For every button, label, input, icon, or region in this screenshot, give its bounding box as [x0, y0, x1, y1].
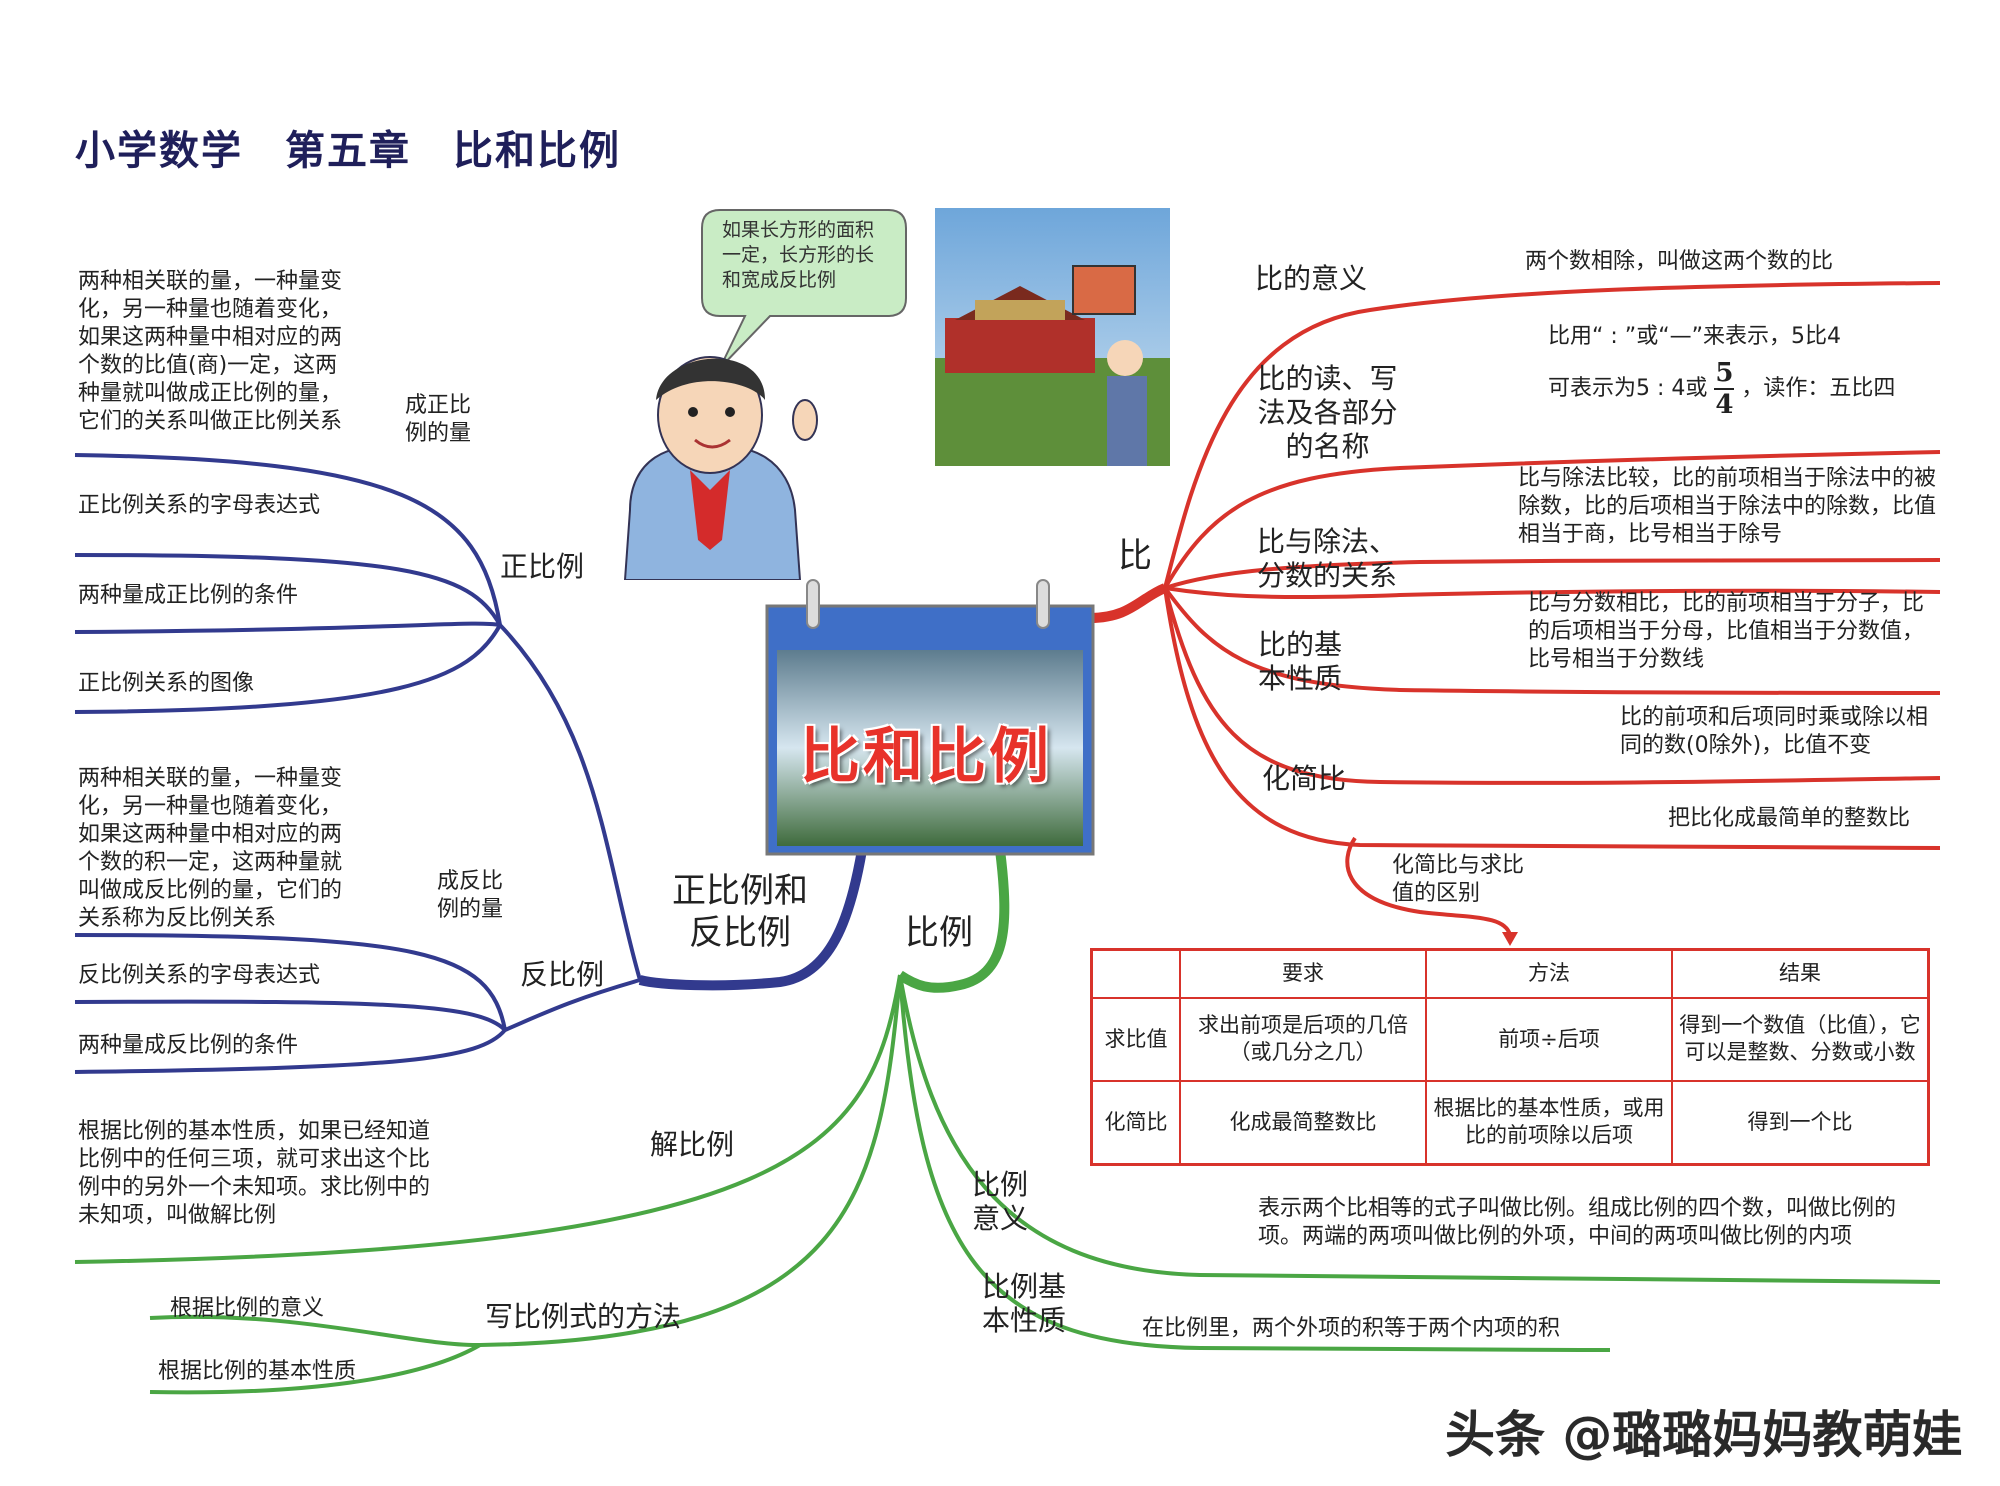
comparison-table: 要求 方法 结果 求比值 求出前项是后项的几倍（或几分之几） 前项÷后项 得到一… — [1090, 948, 1930, 1166]
ratio-rel-frac-text: 比与分数相比，比的前项相当于分子，比的后项相当于分母，比值相当于分数值，比号相当… — [1528, 591, 1925, 672]
fraction-numerator: 5 — [1715, 358, 1734, 388]
prop-basic-label: 比例基本性质 — [982, 1270, 1067, 1337]
inverse-definition: 两种相关联的量，一种量变化，另一种量也随着变化，如果这两种量中相对应的两个数的积… — [78, 766, 343, 931]
prop-meaning-text: 表示两个比相等的式子叫做比例。组成比例的四个数，叫做比例的项。两端的两项叫做比例… — [1258, 1196, 1897, 1249]
prop-line-basic — [898, 974, 1611, 1352]
page-title: 小学数学 第五章 比和比例 — [75, 128, 621, 174]
ratio-line-rw — [1163, 450, 1941, 589]
speech-bubble — [701, 209, 907, 369]
solve-text: 根据比例的基本性质，如果已经知道比例中的任何三项，就可求出这个比例中的另外一个未… — [78, 1119, 431, 1228]
table-header — [1090, 948, 1181, 999]
center-label: 比和比例 — [800, 722, 1052, 792]
diff-arrow-head — [1502, 932, 1518, 946]
table-header: 要求 — [1179, 948, 1427, 999]
write-item-1: 根据比例的意义 — [170, 1296, 325, 1321]
solve-label: 解比例 — [650, 1128, 735, 1161]
table-cell: 得到一个比 — [1671, 1079, 1930, 1166]
ratio-prop-text: 比的前项和后项同时乘或除以相同的数(0除外)，比值不变 — [1620, 705, 1929, 758]
di-label: 正比例和反比例 — [672, 871, 808, 953]
direct-line-def — [74, 453, 502, 626]
table-cell: 得到一个数值（比值），它可以是整数、分数或小数 — [1671, 996, 1930, 1082]
direct-item-1: 正比例关系的字母表达式 — [78, 493, 321, 518]
table-row: 求比值 求出前项是后项的几倍（或几分之几） 前项÷后项 得到一个数值（比值），它… — [1090, 996, 1930, 1082]
ratio-line-simplify — [1163, 587, 1941, 785]
ratio-line-meaning — [1163, 281, 1941, 589]
inverse-line-item2 — [74, 1028, 507, 1074]
ratio-meaning-label: 比的意义 — [1255, 262, 1368, 295]
table-header-row: 要求 方法 结果 — [1090, 948, 1930, 999]
direct-definition: 两种相关联的量，一种量变化，另一种量也随着变化，如果这两种量中相对应的两个数的比… — [78, 269, 343, 434]
ratio-diff-label: 化简比与求比值的区别 — [1392, 853, 1525, 906]
inverse-item-1: 反比例关系的字母表达式 — [78, 963, 321, 988]
table-header: 结果 — [1671, 948, 1930, 999]
table-header: 方法 — [1425, 948, 1673, 999]
prop-basic-text: 在比例里，两个外项的积等于两个内项的积 — [1142, 1316, 1561, 1341]
table-cell: 化简比 — [1090, 1079, 1181, 1166]
direct-line-item1 — [74, 553, 502, 626]
ratio-meaning-text: 两个数相除，叫做这两个数的比 — [1525, 249, 1834, 274]
ratio-rel-div-text: 比与除法比较，比的前项相当于除法中的被除数，比的后项相当于除法中的除数，比值相当… — [1518, 466, 1937, 547]
direct-line-item3 — [74, 624, 502, 714]
prop-line-meaning — [898, 974, 1941, 1284]
watermark: 头条 @璐璐妈妈教萌娃 — [1445, 1406, 1963, 1464]
write-item-2: 根据比例的基本性质 — [158, 1359, 357, 1384]
prop-line-write — [149, 974, 902, 1348]
ratio-rw-label: 比的读、写法及各部分的名称 — [1257, 362, 1398, 463]
table-cell: 前项÷后项 — [1425, 996, 1673, 1082]
direct-item-2: 两种量成正比例的条件 — [78, 583, 299, 608]
ratio-line-rel-div — [1164, 558, 1941, 590]
di-trunk — [638, 849, 867, 991]
inverse-line-item1 — [74, 999, 507, 1032]
inverse-label: 反比例 — [520, 958, 605, 991]
table-cell: 求比值 — [1090, 996, 1181, 1082]
ratio-label: 比 — [1118, 536, 1152, 576]
direct-label: 正比例 — [500, 550, 585, 583]
ratio-trunk — [1089, 583, 1168, 623]
ratio-rel-label: 比与除法、分数的关系 — [1256, 525, 1397, 592]
table-cell: 求出前项是后项的几倍（或几分之几） — [1179, 996, 1427, 1082]
direct-sub-label: 成正比例的量 — [405, 393, 472, 446]
inverse-sub-label: 成反比例的量 — [437, 869, 504, 922]
prop-meaning-label: 比例意义 — [972, 1168, 1029, 1235]
table-row: 化简比 化成最简整数比 根据比的基本性质，或用比的前项除以后项 得到一个比 — [1090, 1079, 1930, 1166]
bubble-text: 如果长方形的面积一定，长方形的长和宽成反比例 — [722, 219, 875, 291]
calendar-image — [765, 579, 1095, 856]
prop-trunk — [897, 849, 1010, 993]
ratio-rw-text1: 比用“ : ”或“—”来表示，5比4 — [1548, 324, 1841, 349]
fraction-denominator: 4 — [1715, 390, 1734, 420]
write-line-item2 — [149, 1343, 482, 1395]
proportion-label: 比例 — [905, 913, 973, 953]
inverse-item-2: 两种量成反比例的条件 — [78, 1033, 299, 1058]
ratio-prop-label: 比的基本性质 — [1258, 628, 1343, 695]
ratio-line-simplify-2 — [1163, 587, 1941, 850]
ratio-line-rel-frac — [1164, 586, 1941, 600]
table-cell: 根据比的基本性质，或用比的前项除以后项 — [1425, 1079, 1673, 1166]
boy-illustration — [623, 356, 818, 580]
di-line-direct — [498, 623, 642, 981]
direct-item-3: 正比例关系的图像 — [78, 671, 255, 696]
ratio-line-prop — [1163, 586, 1941, 695]
ratio-rw-text2b: ，读作：五比四 — [1741, 376, 1896, 401]
ratio-line-diff — [1345, 836, 1512, 936]
write-label: 写比例式的方法 — [485, 1300, 682, 1333]
table-cell: 化成最简整数比 — [1179, 1079, 1427, 1166]
ratio-simplify-text: 把比化成最简单的整数比 — [1668, 806, 1911, 831]
inverse-line-def — [74, 933, 507, 1031]
prop-line-solve — [74, 974, 902, 1264]
ratio-rw-text2a: 可表示为5 : 4或 — [1548, 376, 1708, 401]
tiananmen-photo — [935, 208, 1170, 466]
ratio-simplify-label: 化简比 — [1262, 762, 1347, 795]
di-line-inverse — [504, 978, 641, 1032]
direct-line-item2 — [74, 621, 501, 634]
